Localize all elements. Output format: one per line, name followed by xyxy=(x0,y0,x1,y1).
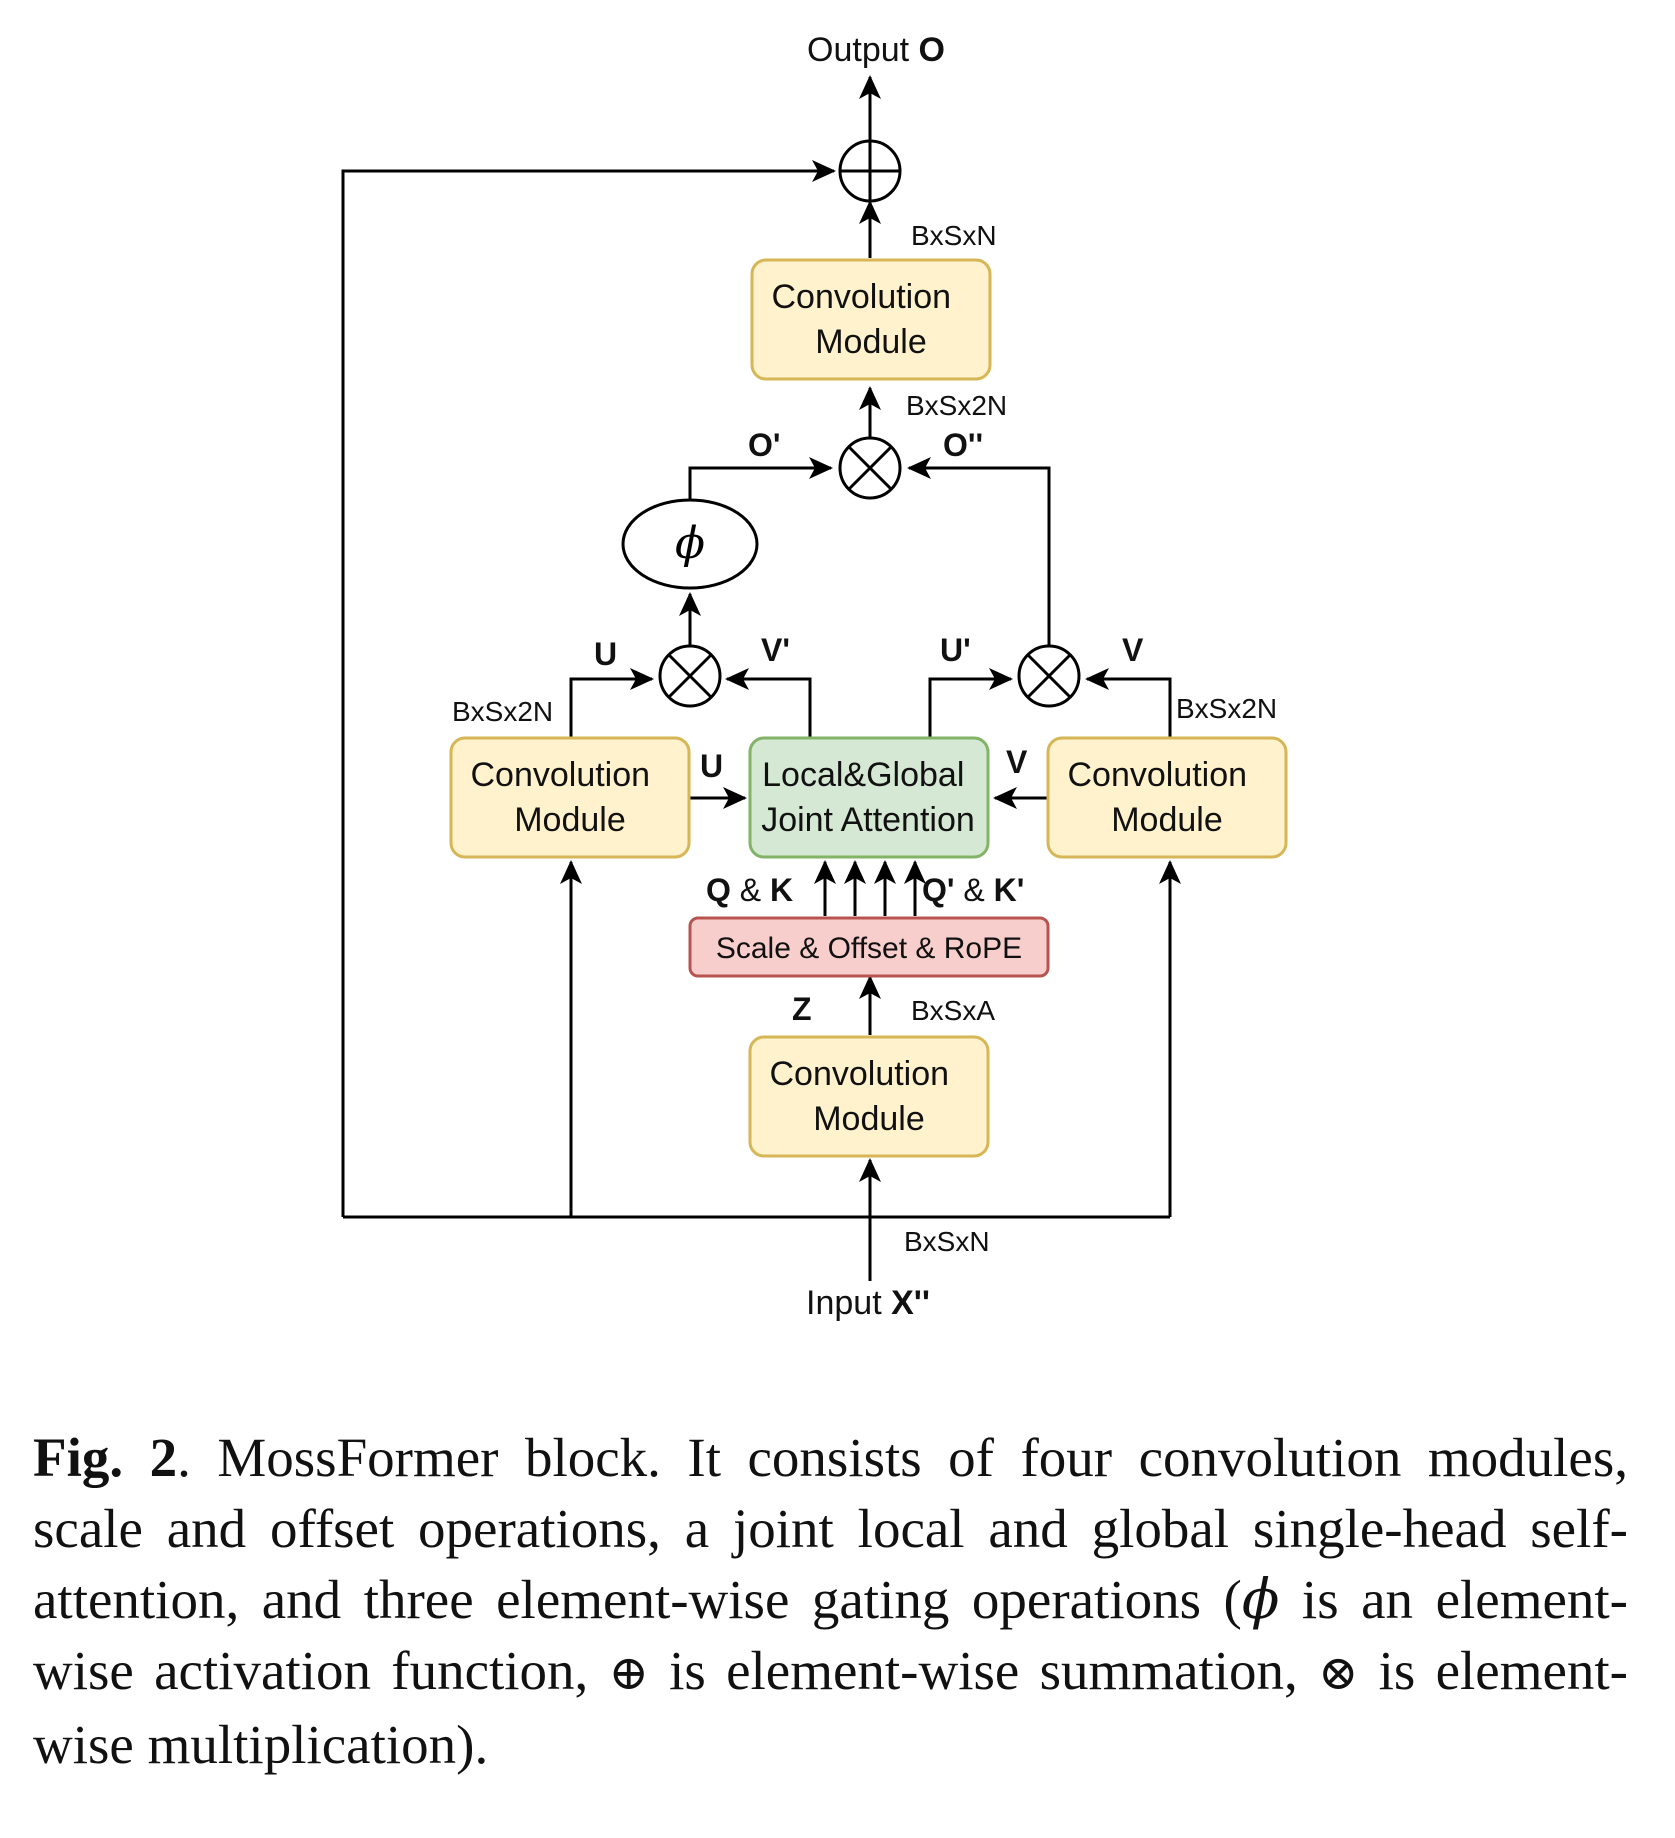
signal-u-left: U xyxy=(594,636,617,672)
caption-text-1: MossFormer block. It consists of four co… xyxy=(33,1427,1628,1630)
arrowhead-o-prime xyxy=(809,457,833,479)
conv-module-bottom-line1: Convolution xyxy=(769,1055,949,1093)
sum-operator xyxy=(838,139,902,203)
scale-offset-label: Scale & Offset & RoPE xyxy=(716,932,1022,965)
arrowhead-top-conv xyxy=(859,386,881,410)
dim-left-conv-out: BxSx2N xyxy=(452,696,553,727)
signal-v-prime: V' xyxy=(761,632,790,668)
conv-module-left xyxy=(449,736,691,859)
caption-phi: ϕ xyxy=(1241,1567,1280,1631)
arrowhead-u-left-gate xyxy=(630,668,654,690)
arrowhead-o-double-prime xyxy=(907,457,931,479)
figure-number: Fig. 2 xyxy=(33,1427,178,1488)
right-multiply-gate xyxy=(1017,644,1081,708)
arrowhead-bottom-conv xyxy=(859,1158,881,1182)
signal-o-double-prime: O'' xyxy=(943,427,983,463)
o-double-prime-line xyxy=(909,466,1051,645)
conv-module-right-line2: Module xyxy=(1111,801,1223,839)
activation-symbol: ϕ xyxy=(675,518,705,569)
arrowhead-left-conv xyxy=(560,860,582,884)
v-to-right-gate xyxy=(1087,677,1172,738)
caption-text-3: is element-wise summation, xyxy=(648,1640,1319,1701)
dim-right-conv-out: BxSx2N xyxy=(1176,693,1277,724)
arrowhead-u-prime-right-gate xyxy=(989,668,1013,690)
attention-line2: Joint Attention xyxy=(761,801,975,839)
signal-q-prime-and-k-prime: Q' & K' xyxy=(922,872,1024,908)
svg-text:Convolution Module: Convolution Module xyxy=(1067,756,1256,839)
arrowhead-output xyxy=(859,75,881,99)
arrowhead-sum xyxy=(859,200,881,224)
top-multiply-gate xyxy=(838,436,902,500)
conv-module-right-line1: Convolution xyxy=(1067,756,1247,794)
caption-dot: . xyxy=(177,1427,191,1488)
conv-module-top-line1: Convolution xyxy=(771,278,951,316)
dim-input: BxSxN xyxy=(904,1226,990,1257)
arrowhead-q-prime xyxy=(874,860,896,884)
left-multiply-gate xyxy=(658,644,722,708)
arrowhead-skip xyxy=(812,160,836,182)
arrowhead-v-prime-left-gate xyxy=(725,668,749,690)
conv-module-left-line1: Convolution xyxy=(470,756,650,794)
caption-text-2: is an element-wise activation function, xyxy=(33,1569,1628,1701)
arrowhead-q xyxy=(814,860,836,884)
output-label: Output O xyxy=(807,31,945,69)
svg-text:Local&Global Joint Attenti: Local&Global Joint Attention xyxy=(761,756,975,839)
dim-z: BxSxA xyxy=(911,995,995,1026)
arrowhead-k-prime xyxy=(904,860,926,884)
arrowhead-v-right-gate xyxy=(1085,668,1109,690)
conv-module-top-line2: Module xyxy=(815,323,927,361)
dim-top-out: BxSxN xyxy=(911,220,997,251)
caption-oplus: ⊕ xyxy=(608,1645,649,1701)
figure-caption: Fig. 2. MossFormer block. It consists of… xyxy=(33,1422,1628,1780)
conv-module-bottom-line2: Module xyxy=(813,1100,925,1138)
svg-text:Convolution Module: Convolution Module xyxy=(769,1055,958,1138)
arrowhead-phi xyxy=(679,592,701,616)
conv-module-right xyxy=(1046,736,1288,859)
signal-u-prime: U' xyxy=(940,632,971,668)
signal-o-prime: O' xyxy=(748,427,781,463)
arrowhead-right-conv xyxy=(1159,860,1181,884)
signal-v-attn: V xyxy=(1006,744,1028,780)
arrowhead-k xyxy=(844,860,866,884)
mossformer-block-diagram: ϕ Convolution Module Convolution Module … xyxy=(341,31,1288,1322)
signal-q-and-k: Q & K xyxy=(706,872,793,908)
svg-text:Convolution Module: Convolution Module xyxy=(771,278,960,361)
signal-z: Z xyxy=(792,991,812,1027)
signal-v-right: V xyxy=(1122,632,1144,668)
dim-gate-out: BxSx2N xyxy=(906,390,1007,421)
u-to-left-gate xyxy=(569,677,652,738)
input-label: Input X'' xyxy=(806,1284,930,1322)
svg-text:Convolution Module: Convolution Module xyxy=(470,756,659,839)
v-prime-to-left-gate xyxy=(727,677,812,738)
attention-line1: Local&Global xyxy=(762,756,964,794)
conv-module-left-line2: Module xyxy=(514,801,626,839)
conv-module-bottom xyxy=(748,1035,990,1158)
o-prime-line xyxy=(688,466,831,503)
attention-module xyxy=(748,736,990,859)
arrowhead-scale xyxy=(859,975,881,999)
u-prime-to-right-gate xyxy=(928,677,1011,738)
caption-text-4: is element-wise multiplication). xyxy=(33,1640,1628,1775)
activation-ellipse xyxy=(621,498,759,590)
caption-otimes: ⊗ xyxy=(1318,1645,1359,1701)
residual-skip-line xyxy=(341,169,834,1217)
scale-offset-module xyxy=(688,916,1050,978)
conv-module-top xyxy=(750,258,992,381)
signal-u-attn: U xyxy=(700,748,723,784)
arrowhead-v-attn xyxy=(993,787,1017,809)
arrowhead-u-attn xyxy=(723,787,747,809)
